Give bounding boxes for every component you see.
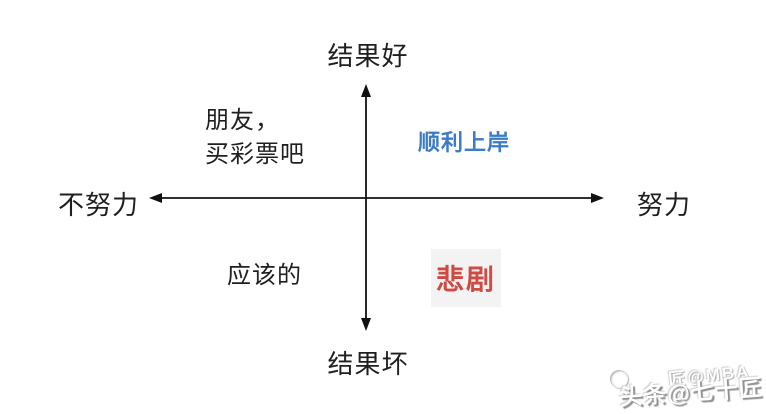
quadrant-top-left-text: 朋友， 买彩票吧 [205,104,305,172]
axis-label-top: 结果好 [327,41,409,71]
quadrant-top-right-text: 顺利上岸 [418,130,511,155]
left-arrowhead-icon [149,193,162,203]
up-arrowhead-icon [361,84,371,97]
down-arrowhead-icon [361,318,371,331]
quadrant-bottom-right-text: 悲剧 [431,249,502,307]
vertical-axis [361,84,371,331]
quadrant-top-left-line1: 朋友， [205,107,280,134]
quadrant-top-left-line2: 买彩票吧 [205,141,305,168]
axis-label-right: 努力 [637,190,692,220]
axis-label-bottom: 结果坏 [327,349,409,379]
quadrant-bottom-left-text: 应该的 [227,262,302,289]
right-arrowhead-icon [591,193,604,203]
horizontal-axis [149,193,604,203]
axis-label-left: 不努力 [58,190,140,220]
